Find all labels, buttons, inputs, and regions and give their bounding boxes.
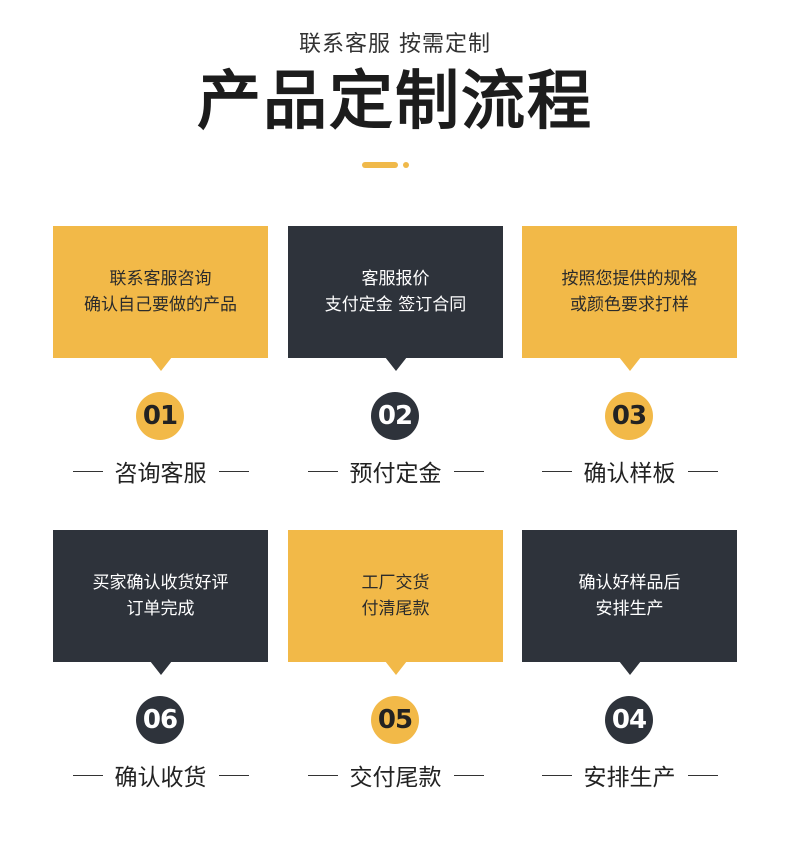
- accent-bar: [362, 162, 398, 168]
- step-label: 确认样板: [583, 461, 676, 487]
- card-line-2: 付清尾款: [361, 599, 430, 619]
- step-label-row: 确认收货: [53, 760, 268, 791]
- step-05: 工厂交货 付清尾款 05 交付尾款: [288, 530, 503, 791]
- page-title: 产品定制流程: [197, 65, 593, 139]
- step-03: 按照您提供的规格 或颜色要求打样 03 确认样板: [522, 226, 737, 487]
- step-label: 预付定金: [349, 461, 442, 487]
- card-pointer: [619, 357, 641, 371]
- card-line-2: 确认自己要做的产品: [84, 295, 237, 315]
- divider-line: [541, 470, 572, 472]
- step-04: 确认好样品后 安排生产 04 安排生产: [522, 530, 737, 791]
- step-label-row: 确认样板: [522, 456, 737, 487]
- divider-line: [541, 774, 572, 776]
- title-accent: [362, 162, 410, 168]
- card-line-2: 支付定金 签订合同: [324, 295, 467, 315]
- card-pointer: [385, 357, 407, 371]
- divider-line: [72, 774, 103, 776]
- step-label-row: 交付尾款: [288, 760, 503, 791]
- step-card: 客服报价 支付定金 签订合同: [288, 226, 503, 371]
- step-card: 按照您提供的规格 或颜色要求打样: [522, 226, 737, 371]
- step-card: 工厂交货 付清尾款: [288, 530, 503, 675]
- step-number-badge: 05: [371, 696, 419, 744]
- divider-line: [218, 774, 249, 776]
- step-label: 确认收货: [114, 765, 207, 791]
- divider-line: [687, 774, 718, 776]
- card-pointer: [385, 661, 407, 675]
- card-pointer: [150, 661, 172, 675]
- step-01: 联系客服咨询 确认自己要做的产品 01 咨询客服: [53, 226, 268, 487]
- step-label: 交付尾款: [349, 765, 442, 791]
- step-number-badge: 03: [605, 392, 653, 440]
- step-06: 买家确认收货好评 订单完成 06 确认收货: [53, 530, 268, 791]
- divider-line: [453, 774, 484, 776]
- divider-line: [307, 470, 338, 472]
- card-line-1: 确认好样品后: [578, 573, 681, 593]
- card-line-1: 工厂交货: [361, 573, 430, 593]
- card-pointer: [619, 661, 641, 675]
- card-line-1: 联系客服咨询: [109, 269, 212, 289]
- step-label-row: 咨询客服: [53, 456, 268, 487]
- step-number-badge: 02: [371, 392, 419, 440]
- accent-dot: [403, 162, 409, 168]
- subtitle: 联系客服 按需定制: [299, 32, 491, 57]
- step-label: 咨询客服: [114, 461, 207, 487]
- card-line-2: 订单完成: [126, 599, 195, 619]
- divider-line: [218, 470, 249, 472]
- card-line-1: 客服报价: [361, 269, 430, 289]
- divider-line: [453, 470, 484, 472]
- step-card: 确认好样品后 安排生产: [522, 530, 737, 675]
- divider-line: [307, 774, 338, 776]
- card-line-1: 买家确认收货好评: [92, 573, 229, 593]
- step-02: 客服报价 支付定金 签订合同 02 预付定金: [288, 226, 503, 487]
- step-number-badge: 04: [605, 696, 653, 744]
- step-label: 安排生产: [583, 765, 676, 791]
- card-line-2: 安排生产: [595, 599, 664, 619]
- card-pointer: [150, 357, 172, 371]
- step-number-badge: 01: [136, 392, 184, 440]
- step-label-row: 安排生产: [522, 760, 737, 791]
- step-card: 联系客服咨询 确认自己要做的产品: [53, 226, 268, 371]
- divider-line: [72, 470, 103, 472]
- card-line-2: 或颜色要求打样: [570, 295, 689, 315]
- divider-line: [687, 470, 718, 472]
- step-card: 买家确认收货好评 订单完成: [53, 530, 268, 675]
- step-number-badge: 06: [136, 696, 184, 744]
- step-label-row: 预付定金: [288, 456, 503, 487]
- card-line-1: 按照您提供的规格: [561, 269, 698, 289]
